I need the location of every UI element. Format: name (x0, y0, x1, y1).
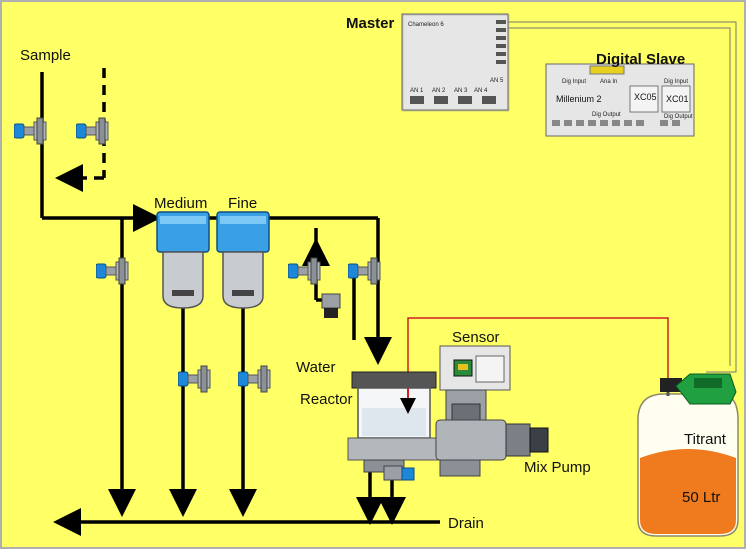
signal-wires (407, 317, 669, 385)
dosing-pump-icon (660, 373, 737, 405)
filter-housing-icon (216, 211, 270, 309)
tank-icon (637, 378, 739, 537)
slave-dig-input: Dig Input (562, 79, 586, 85)
label-titrant: Titrant (684, 431, 727, 448)
label-sample: Sample (20, 47, 71, 64)
slave-module-xc01: XC01 (666, 94, 689, 104)
label-medium: Medium (154, 195, 207, 212)
slave-module-xc05: XC05 (634, 92, 657, 102)
drain-valve-icon (383, 465, 415, 481)
master-controller (401, 13, 510, 112)
master-device-name: Chameleon 6 (408, 22, 444, 28)
master-title: Master (346, 15, 395, 32)
label-water: Water (296, 359, 335, 376)
label-volume: 50 Ltr (682, 489, 720, 506)
slave-dig-output: Dig Output (592, 112, 621, 118)
label-fine: Fine (228, 195, 257, 212)
label-reactor: Reactor (300, 391, 353, 408)
slave-ana-in: Ana In (600, 79, 617, 85)
label-drain: Drain (448, 515, 484, 532)
slave-controller (545, 63, 695, 137)
slave-right-dig-output: Dig Output (664, 114, 693, 120)
pump-icon (435, 419, 549, 477)
master-slot-label: AN 2 (432, 88, 446, 94)
label-mix-pump: Mix Pump (524, 459, 591, 476)
solenoid-valve-icon (321, 293, 341, 318)
label-sensor: Sensor (452, 329, 500, 346)
master-slot-label: AN 4 (474, 88, 488, 94)
master-slot-label: AN 5 (490, 78, 504, 84)
master-slot-label: AN 1 (410, 88, 424, 94)
panel-cables (500, 21, 737, 373)
filter-housing-icon (156, 211, 210, 309)
slave-right-dig-input: Dig Input (664, 79, 688, 85)
slave-title: Digital Slave (596, 51, 685, 68)
slave-device-name: Millenium 2 (556, 94, 602, 104)
master-slot-label: AN 3 (454, 88, 468, 94)
